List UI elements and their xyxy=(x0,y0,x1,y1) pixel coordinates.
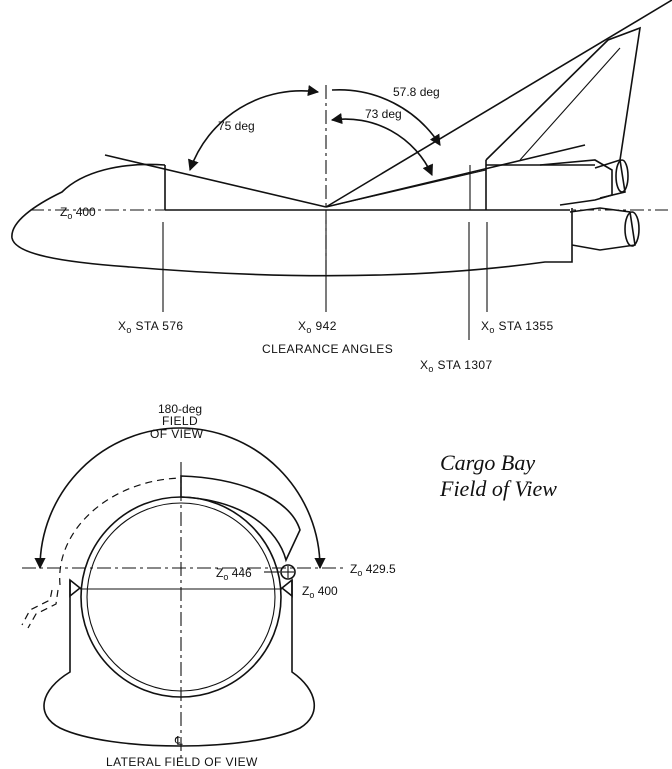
door-open-dashed xyxy=(59,477,182,586)
main-engine xyxy=(569,207,636,251)
station-1355-label: Xo STA 1355 xyxy=(481,319,554,335)
vertical-tail xyxy=(485,26,641,161)
arc-75deg xyxy=(188,85,320,172)
zo400-side-label: Zo 400 xyxy=(60,205,96,221)
main-engine-end xyxy=(624,211,640,247)
lateral-fov-caption: LATERAL FIELD OF VIEW xyxy=(106,755,258,769)
fov-180-arc xyxy=(34,427,326,570)
lateral-view: 180-deg FIELD OF VIEW Zo 446 Zo 429.5 xyxy=(21,402,396,769)
fov-label-line3: OF VIEW xyxy=(150,427,204,441)
aft-body-flap xyxy=(560,208,573,263)
fov-label-line1: 180-deg xyxy=(158,402,202,416)
clearance-angles-caption: CLEARANCE ANGLES xyxy=(262,342,393,356)
figure-title: Cargo Bay Field of View xyxy=(439,450,557,501)
side-view: 75 deg 57.8 deg 73 deg Zo 400 Xo STA 576… xyxy=(11,0,672,374)
oms-nozzle xyxy=(594,158,626,199)
angle-label-75: 75 deg xyxy=(218,119,255,133)
station-942-label: Xo 942 xyxy=(298,319,337,335)
z400-lateral-label: Zo 400 xyxy=(302,584,338,600)
camera-mount xyxy=(280,564,296,580)
z4295-label: Zo 429.5 xyxy=(350,562,396,578)
angle-label-73: 73 deg xyxy=(365,107,402,121)
aft-sight-line-57 xyxy=(325,0,672,208)
camera-boom xyxy=(180,475,301,563)
angle-label-57-8: 57.8 deg xyxy=(393,85,440,99)
longeron-right xyxy=(280,578,293,598)
fov-label-line2: FIELD xyxy=(162,414,198,428)
door-dashed-lower2 xyxy=(27,589,59,629)
station-1307-label: Xo STA 1307 xyxy=(420,358,493,374)
door-dashed-lower xyxy=(21,589,53,626)
oms-pod xyxy=(539,159,613,206)
oms-nozzle-end xyxy=(615,159,629,193)
title-line-2: Field of View xyxy=(439,476,557,501)
arc-73deg xyxy=(330,113,433,177)
station-576-label: Xo STA 576 xyxy=(118,319,184,335)
aft-sight-line-73b xyxy=(325,169,487,208)
tail-rudder-line xyxy=(519,47,621,161)
orbiter-fuselage xyxy=(11,163,560,277)
longeron-left xyxy=(69,578,82,598)
title-line-1: Cargo Bay xyxy=(440,450,535,475)
lateral-fuselage-shell xyxy=(43,580,315,747)
forward-sight-line xyxy=(104,154,327,208)
centerline-symbol: ℄ xyxy=(174,734,183,748)
z446-label: Zo 446 xyxy=(216,566,252,582)
